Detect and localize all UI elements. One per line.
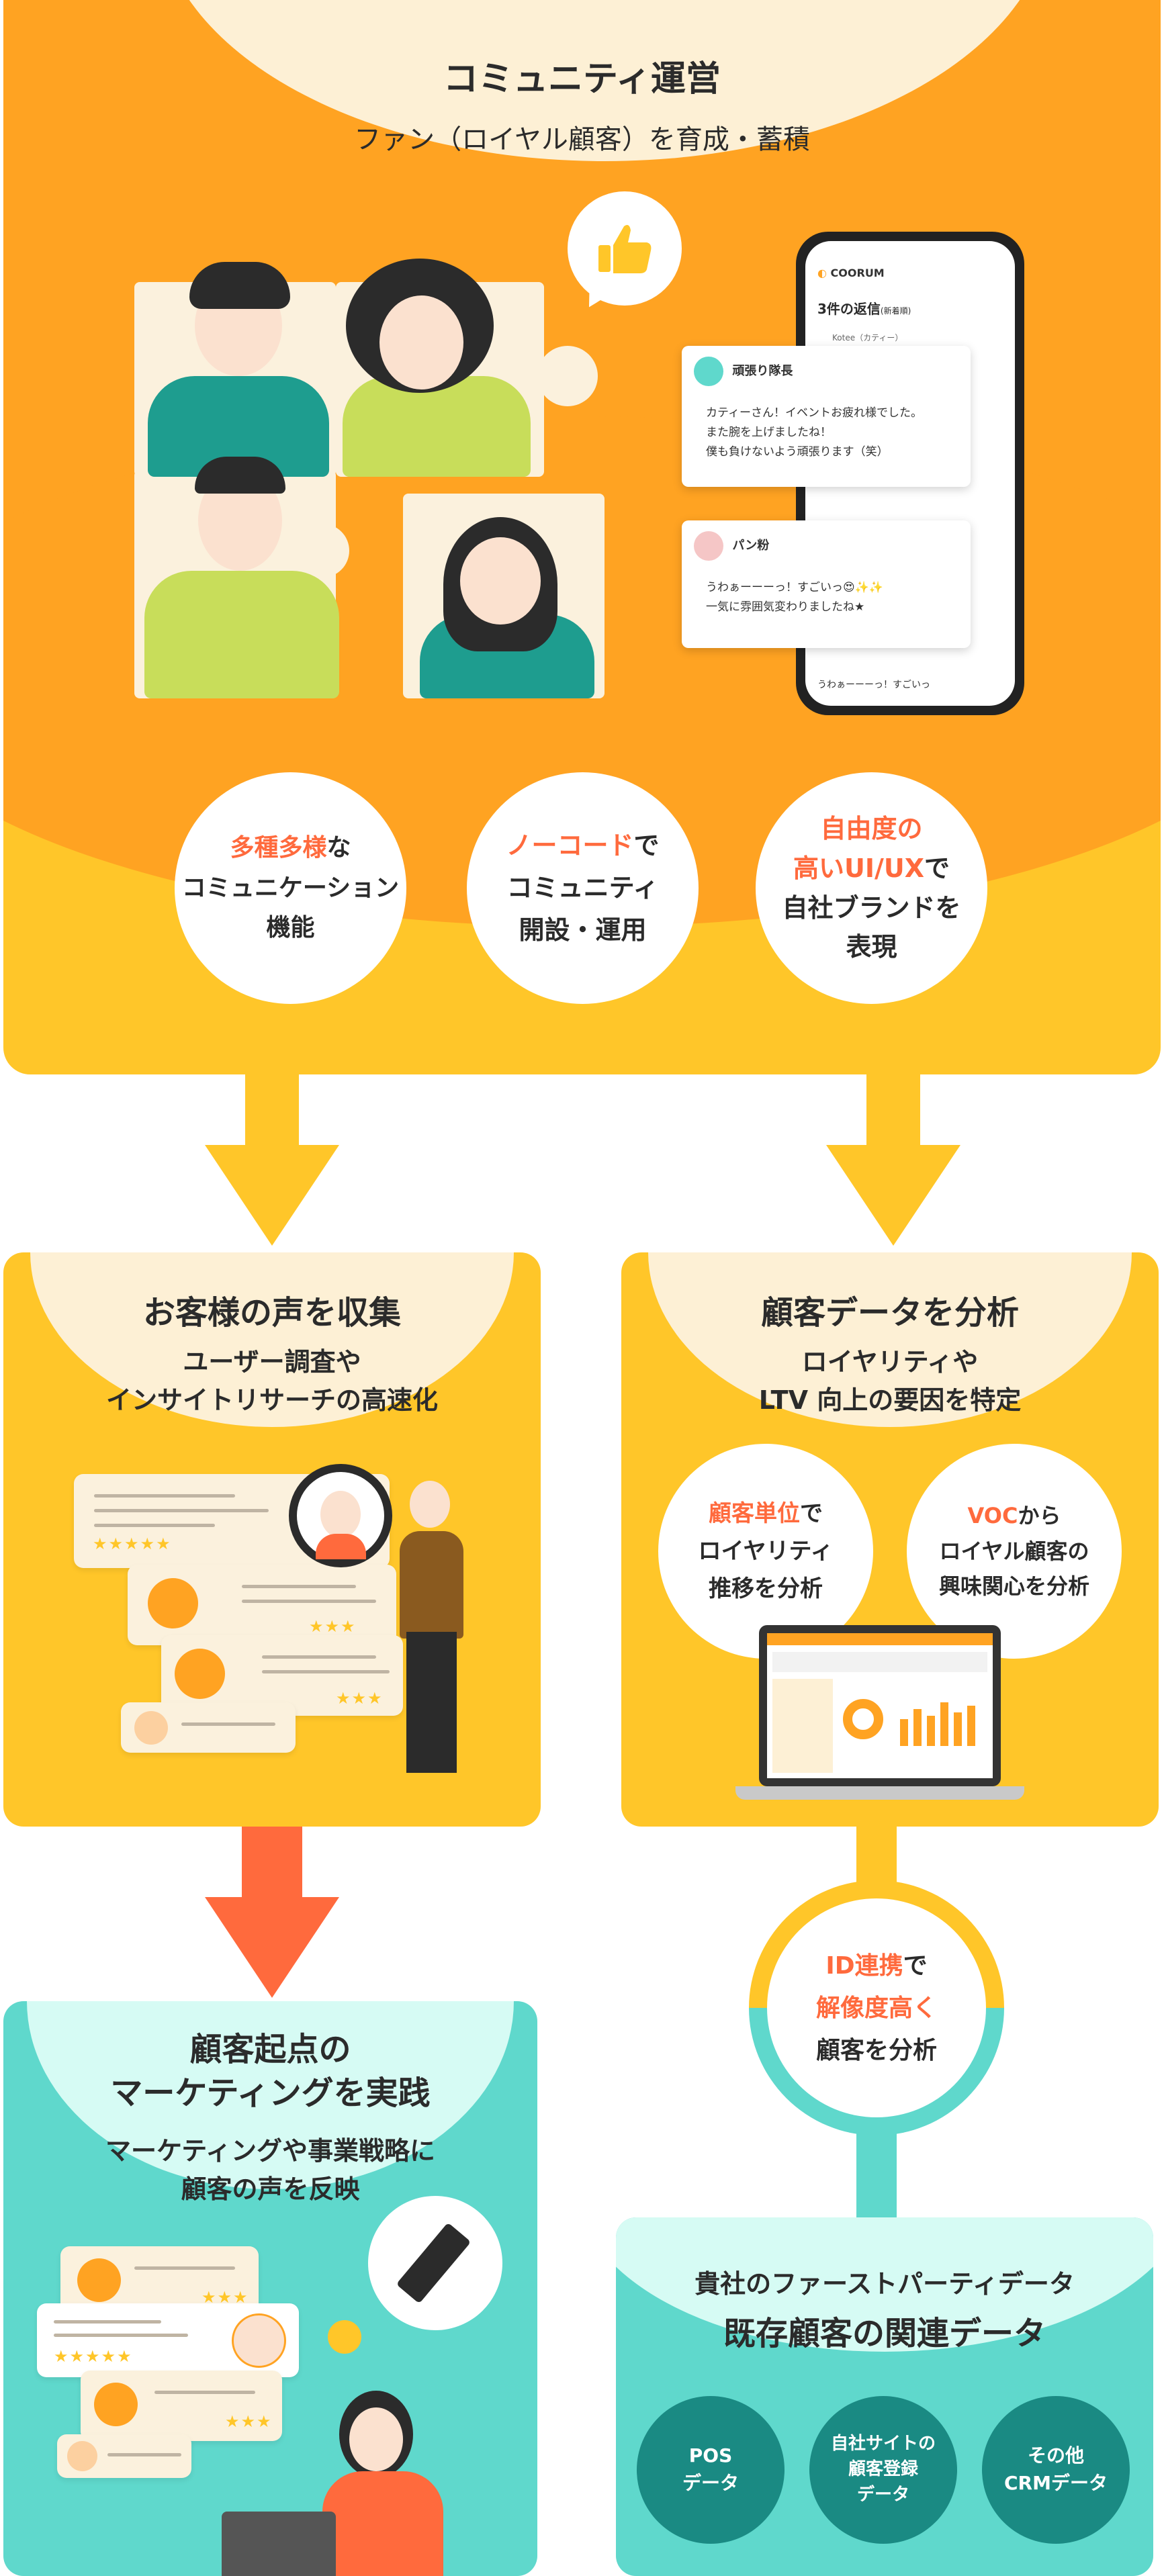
comment-line: カティーさん！イベントお疲れ様でした。 xyxy=(706,406,922,420)
lightbulb-icon xyxy=(328,2320,361,2354)
stars-rating: ★★★★★ xyxy=(93,1534,172,1553)
community-subtitle: ファン（ロイヤル顧客）を育成・蓄積 xyxy=(354,124,810,155)
avatar xyxy=(694,357,723,386)
idlink-circle: ID連携で 解像度高く 顧客を分析 xyxy=(767,1898,986,2117)
analysis-title: 顧客データを分析 xyxy=(760,1294,1019,1332)
community-title: コミュニティ運営 xyxy=(443,59,721,99)
lipstick-bubble xyxy=(368,2196,502,2330)
marketing-subtitle: マーケティングや事業戦略に 顧客の声を反映 xyxy=(105,2136,435,2204)
analysis-circle-voc: VOCから ロイヤル顧客の 興味関心を分析 xyxy=(907,1444,1122,1659)
comment-author: 頑張り隊長 xyxy=(732,364,793,378)
data-circle-pos: POS データ xyxy=(637,2396,785,2544)
comment-line: 一気に雰囲気変わりましたね★ xyxy=(706,600,865,614)
thumbs-up-icon xyxy=(598,225,652,273)
reply-user: Kotee（カティー） xyxy=(832,333,903,342)
stars-rating: ★★★ xyxy=(309,1617,357,1636)
bottom-text: うわぁーーーっ！すごいっ xyxy=(817,680,930,690)
stars-rating: ★★★ xyxy=(336,1689,384,1708)
comment-bubble-1: 頑張り隊長 カティーさん！イベントお疲れ様でした。 また腕を上げましたね！ 僕も… xyxy=(682,346,971,487)
coorum-logo: ◐ COORUM xyxy=(817,267,885,279)
analysis-subtitle: ロイヤリティや LTV 向上の要因を特定 xyxy=(758,1347,1022,1415)
feature-circle-uiux: 自由度の 高いUI/UXで 自社ブランドを 表現 xyxy=(756,772,987,1004)
feature-circle-communication: 多種多様な コミュニケーション 機能 xyxy=(175,772,406,1004)
marketing-title: 顧客起点の マーケティングを実践 xyxy=(110,2031,431,2112)
comment-author: パン粉 xyxy=(732,539,770,553)
lipstick-icon xyxy=(396,2222,472,2304)
firstparty-title: 既存顧客の関連データ xyxy=(723,2315,1046,2352)
comment-line: また腕を上げましたね！ xyxy=(706,425,832,439)
stars-rating: ★★★ xyxy=(225,2412,273,2431)
voice-title: お客様の声を収集 xyxy=(142,1294,401,1332)
reply-header: 3件の返信(新着順) xyxy=(817,301,911,317)
comment-line: 僕も負けないよう頑張ります（笑） xyxy=(706,445,889,459)
panda-avatar xyxy=(694,531,723,561)
voice-subtitle: ユーザー調査や インサイトリサーチの高速化 xyxy=(105,1347,438,1415)
magnifier-icon xyxy=(289,1464,392,1567)
stars-rating: ★★★★★ xyxy=(54,2347,133,2366)
comment-line: うわぁーーーっ！すごいっ😍✨✨ xyxy=(706,581,884,594)
analysis-circle-loyalty: 顧客単位で ロイヤリティ 推移を分析 xyxy=(658,1444,873,1659)
laptop-icon xyxy=(222,2512,336,2576)
firstparty-subtitle: 貴社のファーストパーティデータ xyxy=(695,2269,1075,2299)
data-circle-site: 自社サイトの 顧客登録 データ xyxy=(809,2396,957,2544)
feature-circle-nocode: ノーコードで コミュニティ 開設・運用 xyxy=(467,772,699,1004)
comment-bubble-2: パン粉 うわぁーーーっ！すごいっ😍✨✨ 一気に雰囲気変わりましたね★ xyxy=(682,520,971,648)
data-circle-crm: その他 CRMデータ xyxy=(982,2396,1130,2544)
thumbs-up-bubble xyxy=(568,191,682,315)
